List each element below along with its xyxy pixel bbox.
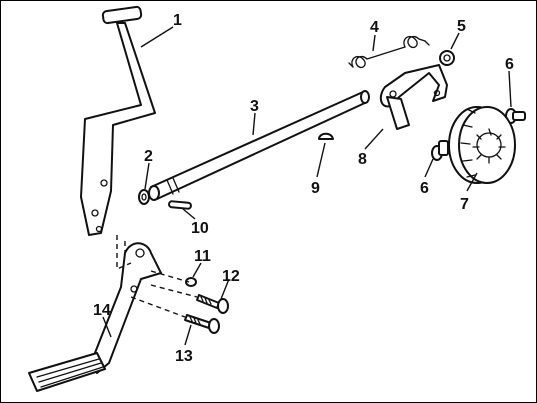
part-9-woodruff-key bbox=[318, 132, 334, 140]
callout-10: 10 bbox=[191, 220, 209, 237]
part-13-bolt bbox=[184, 314, 220, 334]
part-12-bolt bbox=[196, 294, 229, 314]
part-3-shaft bbox=[148, 90, 370, 201]
callout-13: 13 bbox=[175, 348, 193, 365]
part-11-lockwasher bbox=[185, 277, 197, 287]
callout-9: 9 bbox=[311, 180, 320, 197]
leader-lines bbox=[102, 26, 512, 346]
part-5-nut bbox=[439, 50, 455, 66]
part-8-bracket bbox=[379, 64, 448, 130]
part-1-hand-lever bbox=[80, 5, 156, 236]
callout-4: 4 bbox=[370, 19, 379, 36]
part-2-washer bbox=[138, 189, 150, 205]
callout-1: 1 bbox=[173, 12, 182, 29]
callout-14: 14 bbox=[93, 302, 111, 319]
callouts: 1 2 3 4 5 6 6 7 8 9 10 11 12 13 14 bbox=[93, 12, 514, 365]
callout-5: 5 bbox=[457, 18, 466, 35]
callout-3: 3 bbox=[250, 98, 259, 115]
assembly-lines bbox=[116, 235, 198, 318]
callout-2: 2 bbox=[144, 148, 153, 165]
part-4-spring bbox=[348, 35, 430, 69]
callout-6-upper: 6 bbox=[505, 56, 514, 73]
callout-6-lower: 6 bbox=[420, 180, 429, 197]
part-14-foot-pedal bbox=[28, 242, 162, 392]
callout-7: 7 bbox=[460, 196, 469, 213]
part-10-pin bbox=[168, 200, 192, 210]
callout-11: 11 bbox=[194, 248, 211, 265]
part-7-gear bbox=[448, 106, 516, 184]
callout-12: 12 bbox=[222, 268, 240, 285]
callout-8: 8 bbox=[358, 151, 367, 168]
part-6-pin-lower bbox=[431, 140, 449, 161]
